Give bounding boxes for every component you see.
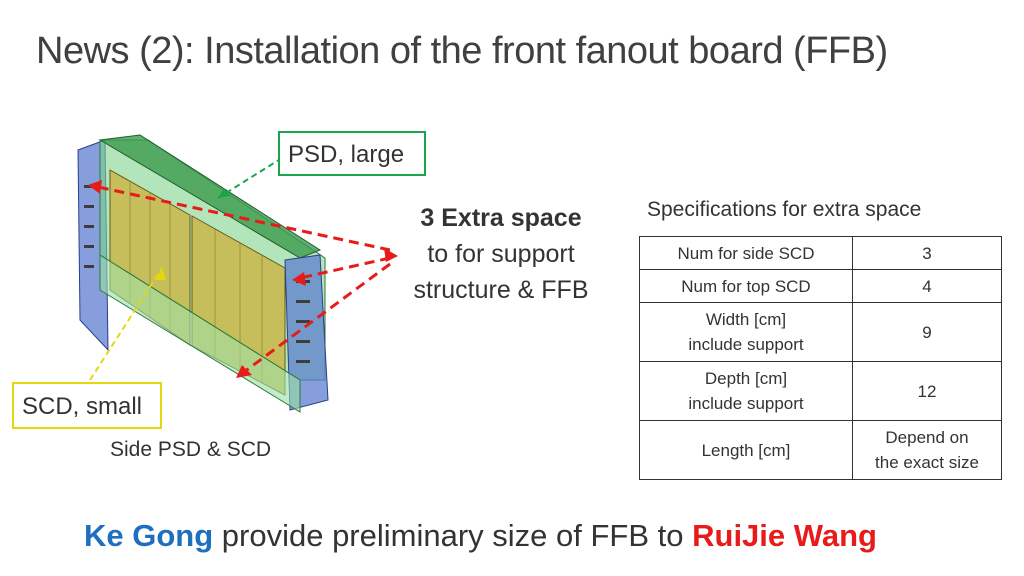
spec-row: Length [cm] Depend on the exact size xyxy=(639,420,1002,480)
spec-label-line: include support xyxy=(688,394,804,413)
spec-label-cell: Depth [cm] include support xyxy=(639,361,853,421)
spec-label-line: Num for side SCD xyxy=(677,243,815,263)
spec-value-line: 4 xyxy=(922,276,932,296)
right-side-module xyxy=(284,254,329,411)
spec-row: Num for top SCD 4 xyxy=(639,269,1002,303)
spec-label-line: Depth [cm] xyxy=(704,369,788,388)
spec-label-line: include support xyxy=(688,335,804,354)
spec-row: Width [cm] include support 9 xyxy=(639,302,1002,362)
psd-label: PSD, large xyxy=(278,131,426,176)
spec-value-cell: 9 xyxy=(852,302,1002,362)
spec-value-cell: Depend on the exact size xyxy=(852,420,1002,480)
figure-caption: Side PSD & SCD xyxy=(110,438,272,461)
spec-label-cell: Num for side SCD xyxy=(639,236,853,270)
spec-value-line: 3 xyxy=(922,243,932,263)
spec-label-line: Num for top SCD xyxy=(681,276,811,296)
footer-middle-text: provide preliminary size of FFB to xyxy=(213,518,693,553)
footer-note: Ke Gong provide preliminary size of FFB … xyxy=(84,518,877,554)
scd-leader-arrowhead xyxy=(156,268,166,280)
spec-value-cell: 12 xyxy=(852,361,1002,421)
footer-name-ke-gong: Ke Gong xyxy=(84,518,214,553)
scd-leader-line xyxy=(89,267,163,381)
spec-label-line: Length [cm] xyxy=(701,440,791,460)
base-plate xyxy=(99,254,301,413)
extra-space-note: 3 Extra space to for support structure &… xyxy=(396,200,606,308)
detector-illustration xyxy=(77,134,398,413)
spec-table-caption: Specifications for extra space xyxy=(647,198,922,221)
spec-value-line: the exact size xyxy=(875,453,979,472)
extra-space-arrows xyxy=(97,185,391,374)
spec-value-line: Depend on xyxy=(885,428,969,447)
spec-label-line: Width [cm] xyxy=(705,310,787,329)
spec-row: Num for side SCD 3 xyxy=(639,236,1002,270)
spec-label-cell: Num for top SCD xyxy=(639,269,853,303)
slide-title: News (2): Installation of the front fano… xyxy=(36,30,888,72)
psd-leader-line xyxy=(217,157,283,199)
top-rail xyxy=(98,134,322,259)
spec-value-cell: 3 xyxy=(852,236,1002,270)
extra-space-arrowheads xyxy=(88,180,398,378)
detector-figure xyxy=(77,134,398,413)
extra-space-line3: structure & FFB xyxy=(413,276,589,304)
extra-space-line2: to for support xyxy=(427,240,575,268)
footer-name-ruijie-wang: RuiJie Wang xyxy=(692,518,877,553)
spec-row: Depth [cm] include support 12 xyxy=(639,361,1002,421)
psd-leader-arrowhead xyxy=(218,188,230,198)
scd-label: SCD, small xyxy=(12,382,162,429)
spec-label-cell: Width [cm] include support xyxy=(639,302,853,362)
spec-value-line: 12 xyxy=(917,381,937,401)
extra-space-heading: 3 Extra space xyxy=(420,204,582,232)
spec-label-cell: Length [cm] xyxy=(639,420,853,480)
spec-value-cell: 4 xyxy=(852,269,1002,303)
spec-value-line: 9 xyxy=(922,322,932,342)
